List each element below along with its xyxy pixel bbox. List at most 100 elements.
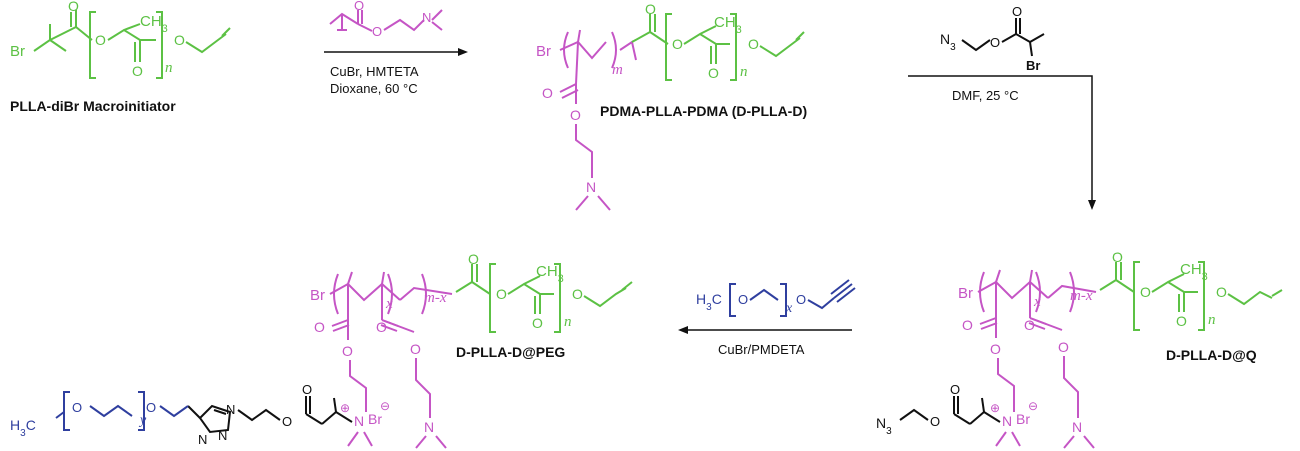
bond xyxy=(333,397,337,413)
azide-group: N3 xyxy=(876,415,892,437)
arrowhead xyxy=(1088,200,1096,210)
carbonyl-bond xyxy=(332,324,350,332)
bond xyxy=(435,435,447,449)
bond xyxy=(321,411,337,425)
repeat-count-m: m xyxy=(612,62,623,78)
oxygen-atom: O xyxy=(342,343,353,359)
macroinitiator-structure: Br O O CH3 O n O PLLA-diBr Macroinitiato… xyxy=(10,0,231,114)
ring-double-bond xyxy=(213,409,227,415)
allyl-bond xyxy=(583,287,627,308)
bromine-atom: Br xyxy=(310,287,325,304)
quaternary-nitrogen: N xyxy=(1002,413,1012,429)
repeat-bracket-left xyxy=(63,391,70,431)
methyl-group: CH3 xyxy=(140,13,168,35)
bond xyxy=(1011,431,1021,447)
nitrogen-atom: N xyxy=(422,10,431,25)
oxygen-atom: O xyxy=(376,319,387,335)
bromide-counterion: Br xyxy=(1016,411,1030,427)
oxygen-atom: O xyxy=(146,400,156,415)
bromine-atom: Br xyxy=(1026,58,1040,73)
repeat-count-m-x: m-x xyxy=(424,290,447,306)
repeat-count-n: n xyxy=(564,314,572,330)
repeat-count-x: x xyxy=(1033,294,1041,310)
bond xyxy=(1029,317,1063,331)
bond xyxy=(997,358,1015,412)
bond xyxy=(49,26,77,41)
bond xyxy=(89,404,133,418)
oxygen-atom: O xyxy=(672,36,683,52)
negative-charge: ⊖ xyxy=(1028,399,1038,413)
carbonyl-bond xyxy=(561,89,579,99)
condition-line: DMF, 25 °C xyxy=(952,88,1019,103)
carbonyl-bond xyxy=(980,322,998,330)
bond xyxy=(399,286,453,301)
carbonyl-bond xyxy=(380,324,398,332)
azide-group: N3 xyxy=(940,31,956,53)
bond xyxy=(1099,279,1117,291)
oxygen-atom: O xyxy=(930,414,940,429)
step3-reaction: H3C O x O CuBr/PMDETA xyxy=(678,279,856,357)
carbonyl-bond xyxy=(331,319,349,327)
bond xyxy=(305,413,323,425)
carbonyl-bond xyxy=(1028,322,1046,330)
bond xyxy=(683,32,730,45)
repeat-count-x: x xyxy=(385,296,393,312)
oxygen-atom: O xyxy=(748,36,759,52)
repeat-count-n: n xyxy=(1208,312,1216,328)
oxygen-atom: O xyxy=(1012,4,1022,19)
oxygen-atom: O xyxy=(990,341,1001,357)
bond xyxy=(49,39,67,52)
oxygen-atom: O xyxy=(1176,313,1187,329)
oxygen-atom: O xyxy=(314,319,325,335)
bond xyxy=(349,360,367,412)
oxygen-atom: O xyxy=(468,251,479,267)
step1-reaction: O O N CuBr, HMTETA Dioxane, 60 °C xyxy=(324,0,468,96)
step2-reaction: N3 O O Br DMF, 25 °C xyxy=(908,4,1096,210)
bond xyxy=(1001,32,1031,43)
bond xyxy=(1029,269,1033,283)
side-chain-bond xyxy=(575,41,579,85)
repeat-count-n: n xyxy=(740,64,748,80)
bond xyxy=(1047,284,1097,299)
oxygen-atom: O xyxy=(1140,284,1151,300)
bond xyxy=(55,411,65,419)
positive-charge: ⊕ xyxy=(990,401,1000,415)
reaction-arrow-2 xyxy=(908,75,1093,200)
bond xyxy=(33,24,51,52)
bond xyxy=(1151,280,1198,293)
bond xyxy=(631,31,651,43)
oxygen-atom: O xyxy=(532,315,543,331)
bond xyxy=(329,12,359,25)
bond xyxy=(335,411,353,423)
dmaema-monomer: O O N xyxy=(329,0,443,39)
bond xyxy=(577,29,581,43)
nitrogen-atom: N xyxy=(424,419,434,435)
repeat-bracket xyxy=(387,273,393,315)
bond xyxy=(619,40,637,61)
backbone-bond xyxy=(329,282,401,302)
bond xyxy=(415,358,431,418)
methyl-terminus: H3C xyxy=(10,417,36,439)
arrowhead xyxy=(678,326,688,334)
repeat-bracket-right xyxy=(156,11,163,79)
oxygen-atom: O xyxy=(990,35,1000,50)
allyl-bond xyxy=(1227,290,1273,306)
condition-line: CuBr/PMDETA xyxy=(718,342,805,357)
bond xyxy=(415,435,427,449)
repeat-bracket-left xyxy=(333,273,339,315)
allyl-double-bond xyxy=(621,281,633,291)
backbone-bond xyxy=(977,280,1049,300)
allyl-double-bond xyxy=(221,27,231,37)
alkyne-triple-bond xyxy=(830,279,850,295)
bond xyxy=(123,23,141,31)
methyl-group: CH3 xyxy=(714,14,742,36)
repeat-bracket-right xyxy=(611,31,617,69)
repeat-bracket-right xyxy=(554,263,561,333)
bond xyxy=(347,271,353,285)
nitrogen-atom: N xyxy=(218,428,227,443)
oxygen-atom: O xyxy=(1112,249,1123,265)
mpeg-alkyne: H3C O x O xyxy=(696,279,856,317)
bond xyxy=(455,281,473,293)
repeat-bracket-right xyxy=(1198,261,1205,331)
repeat-count-y: y xyxy=(138,413,147,428)
